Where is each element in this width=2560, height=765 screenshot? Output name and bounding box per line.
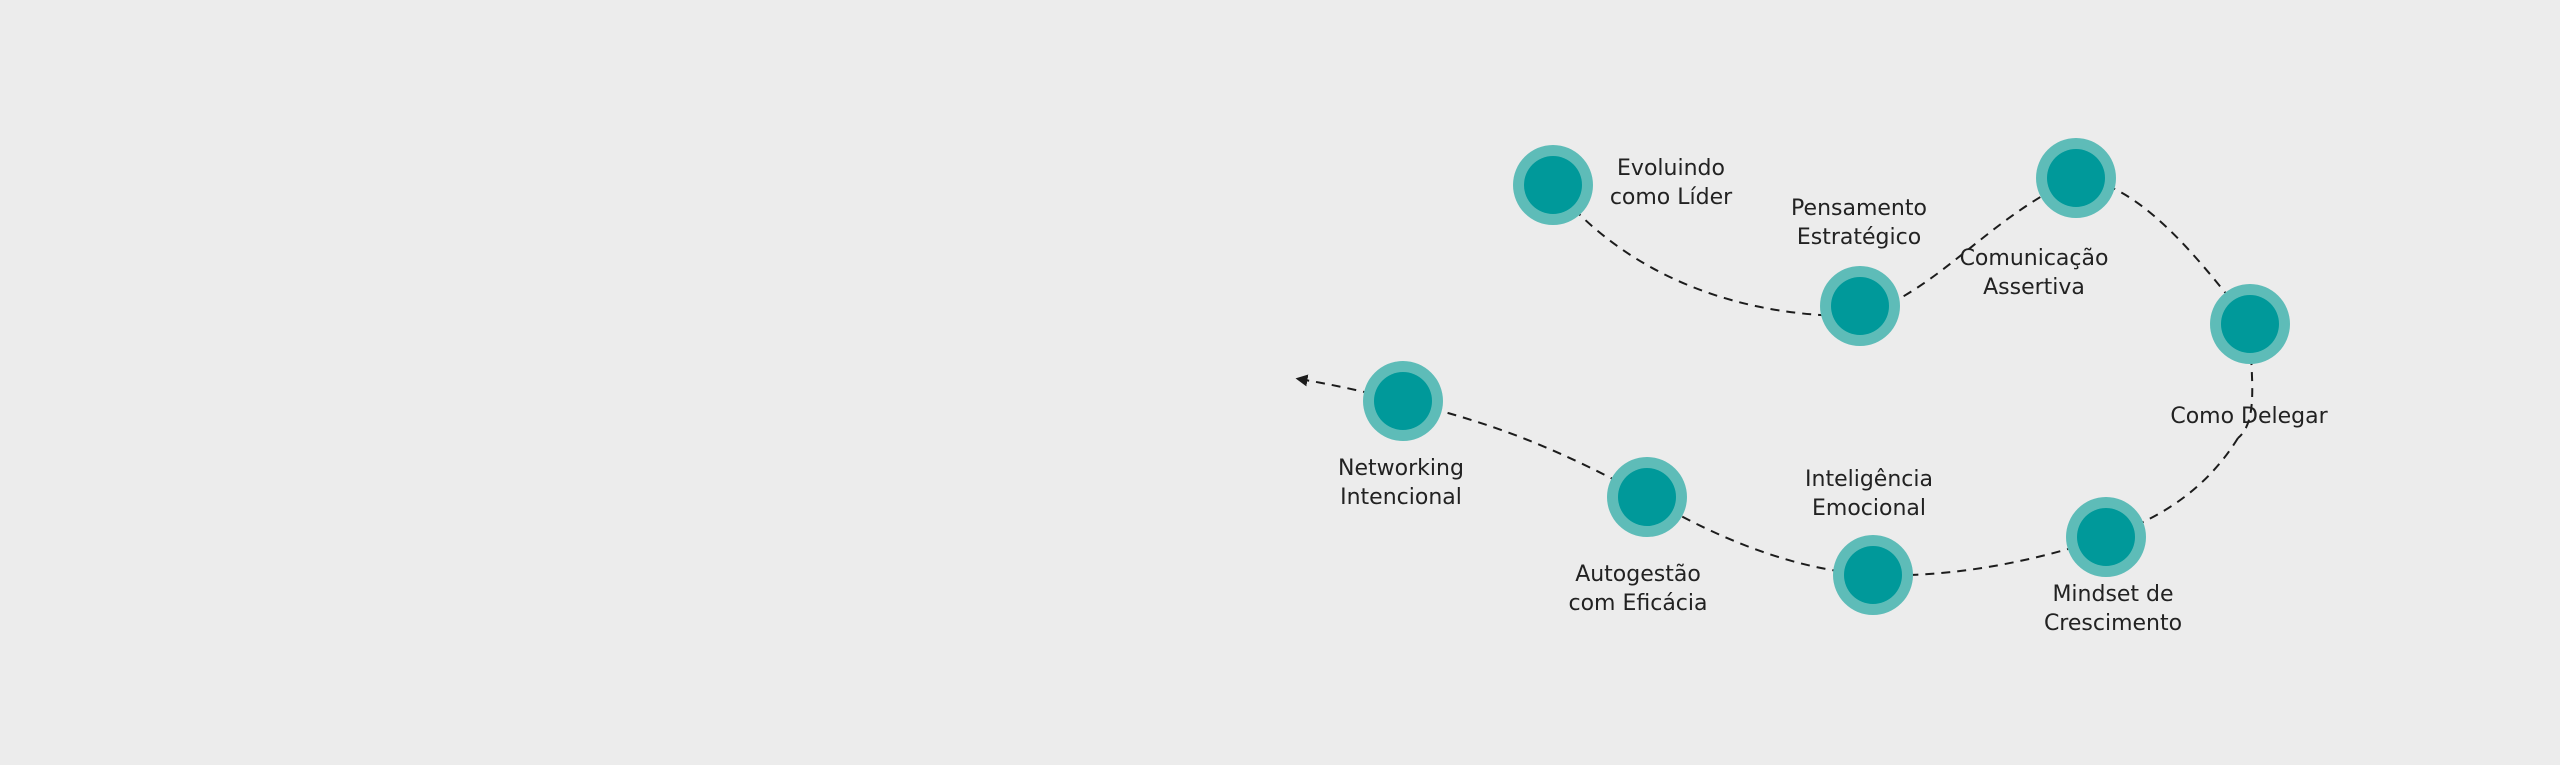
label-mindset: Mindset de Crescimento <box>2043 582 2183 636</box>
node-pensamento <box>1820 266 1900 346</box>
node-mindset <box>2066 497 2146 577</box>
label-delegar: Como Delegar <box>2170 404 2328 429</box>
node-autogestao <box>1607 457 1687 537</box>
label-comunicacao: Comunicação Assertiva <box>1959 246 2109 300</box>
path-end-arrow <box>1295 374 1404 402</box>
node-delegar <box>2210 284 2290 364</box>
label-inteligencia: Inteligência Emocional <box>1805 467 1933 521</box>
node-inteligencia <box>1833 535 1913 615</box>
label-autogestao: Autogestão com Eficácia <box>1568 562 1708 616</box>
label-pensamento: Pensamento Estratégico <box>1791 196 1927 250</box>
node-networking <box>1363 361 1443 441</box>
node-comunicacao <box>2036 138 2116 218</box>
connector-mindset-inteligencia <box>1872 536 2107 577</box>
label-lider: Evoluindo como Líder <box>1609 156 1733 210</box>
connector-delegar-mindset <box>2237 323 2254 439</box>
label-networking: Networking Intencional <box>1338 456 1464 510</box>
node-lider <box>1513 145 1593 225</box>
